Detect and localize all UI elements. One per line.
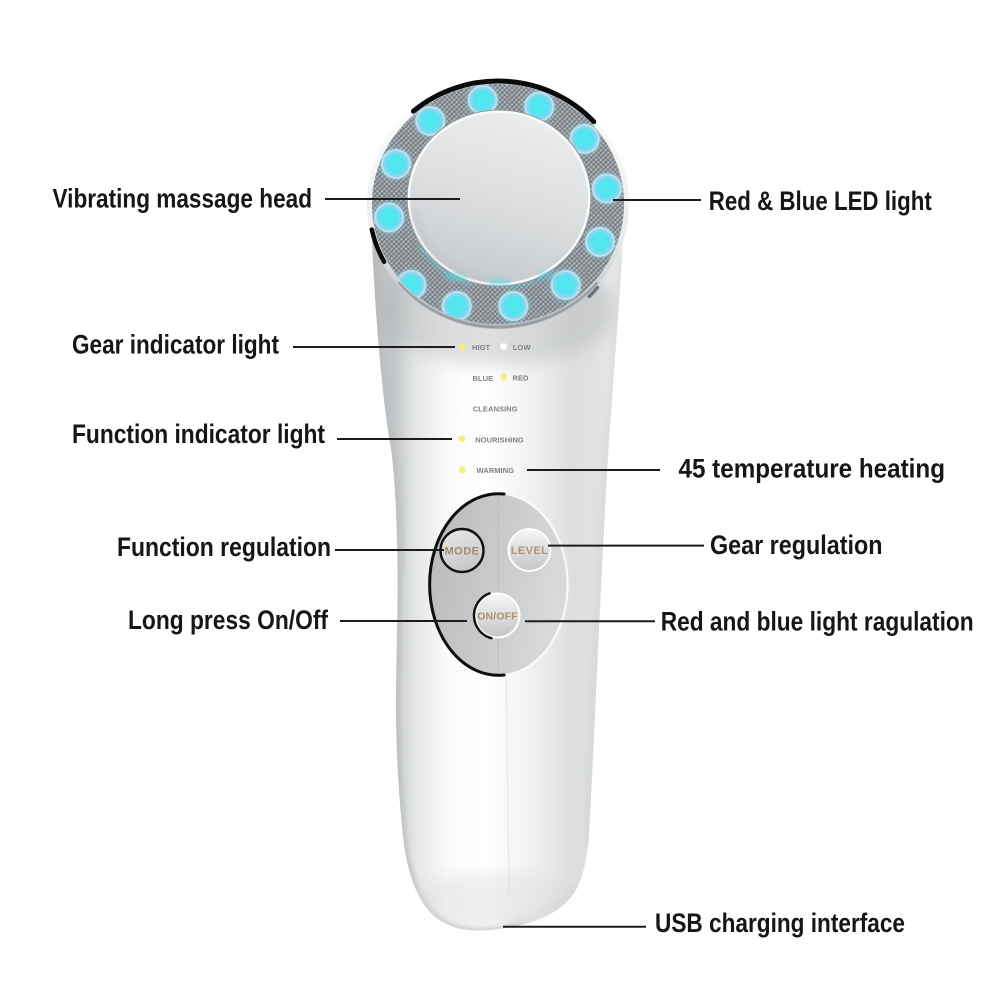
svg-text:LEVEL: LEVEL [511, 545, 548, 557]
svg-text:USB charging interface: USB charging interface [655, 908, 905, 938]
svg-text:CLEANSING: CLEANSING [473, 405, 518, 414]
svg-text:MODE: MODE [445, 546, 480, 558]
svg-text:NOURISHING: NOURISHING [475, 435, 524, 444]
svg-text:Red & Blue LED light: Red & Blue LED light [709, 186, 932, 216]
svg-text:HIGT: HIGT [472, 343, 491, 352]
svg-text:Long press On/Off: Long press On/Off [128, 605, 329, 635]
svg-text:Function regulation: Function regulation [117, 532, 331, 562]
svg-text:RED: RED [513, 374, 530, 383]
svg-text:WARMING: WARMING [477, 466, 515, 475]
svg-text:LOW: LOW [513, 343, 532, 352]
svg-text:Gear regulation: Gear regulation [710, 530, 883, 560]
svg-text:Function indicator light: Function indicator light [72, 419, 325, 449]
svg-text:ON/OFF: ON/OFF [477, 611, 517, 622]
svg-text:Gear indicator light: Gear indicator light [72, 330, 279, 360]
svg-text:Vibrating massage head: Vibrating massage head [53, 184, 313, 214]
svg-text:Red and blue light ragulation: Red and blue light ragulation [661, 607, 974, 637]
svg-text:BLUE: BLUE [473, 374, 494, 383]
svg-text:45 temperature heating: 45 temperature heating [679, 454, 946, 484]
